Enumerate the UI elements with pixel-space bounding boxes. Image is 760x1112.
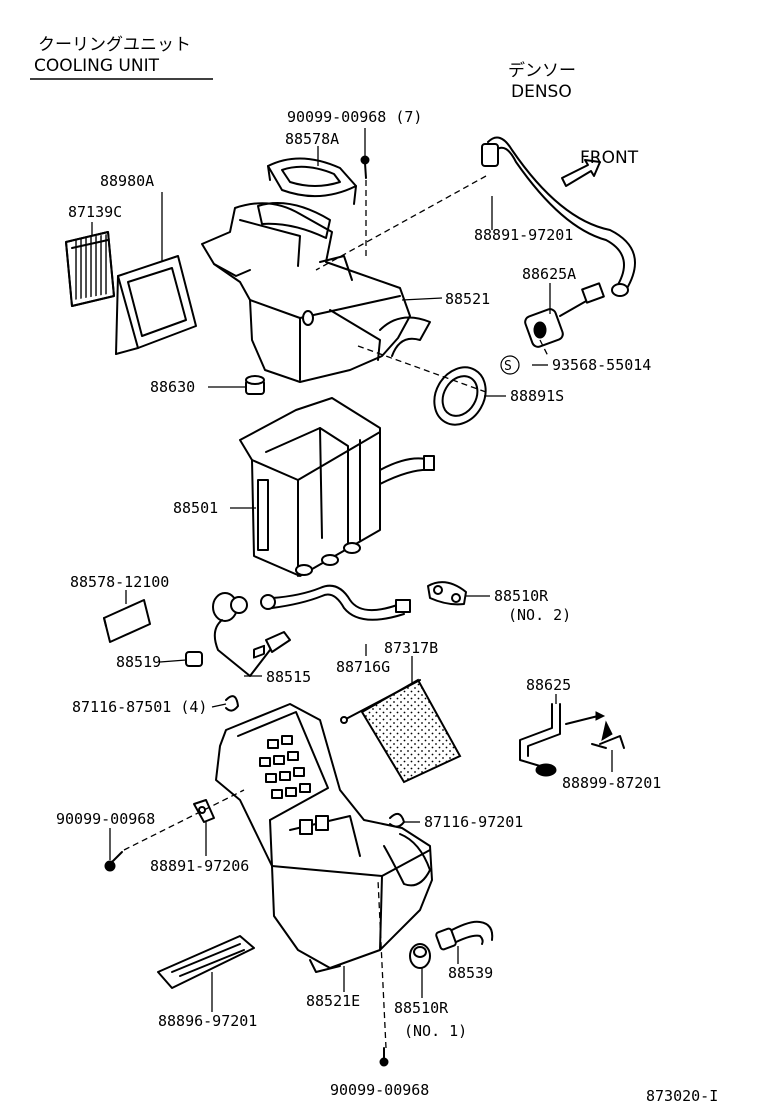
label-90099-00968-left: 90099-00968: [56, 810, 155, 828]
clamp-88899-87201: [591, 720, 625, 749]
evaporator-88501: [239, 397, 435, 577]
elbow-88539: [435, 920, 494, 951]
maker-jp: デンソー: [508, 60, 576, 81]
case-grille: [253, 644, 329, 835]
svg-text:S: S: [504, 359, 512, 374]
grommet-88510r-no1: [409, 943, 431, 969]
label-88896-97201: 88896-97201: [158, 1012, 257, 1030]
label-88578a: 88578A: [285, 130, 339, 148]
label-88716g: 88716G: [336, 658, 390, 676]
screw-90099-00968-icon: [360, 155, 370, 179]
frame-88980a: [115, 255, 197, 355]
label-87116-87501-4: 87116-87501 (4): [72, 698, 207, 716]
seal-88578a: [267, 157, 357, 205]
label-90099-00968-bottom: 90099-00968: [330, 1081, 429, 1099]
bracket-88891-97206: [193, 799, 215, 823]
leader-lines: [91, 128, 613, 1012]
label-87116-97201: 87116-97201: [424, 813, 523, 831]
label-88519: 88519: [116, 653, 161, 671]
screw-90099-00968-bottom-icon: [379, 1047, 389, 1067]
label-88510r-no1: 88510R: [394, 999, 449, 1017]
label-90099-00968-7: 90099-00968 (7): [287, 108, 422, 126]
label-87317b: 87317B: [384, 639, 438, 657]
grille-88896-97201: [157, 935, 255, 989]
maker-en: DENSO: [511, 82, 572, 102]
screw-90099-00968-left-icon: [104, 851, 123, 872]
label-87139c: 87139C: [68, 203, 122, 221]
clip-87116-87501-icon: [225, 695, 239, 712]
clip-87116-97201-icon: [389, 812, 405, 828]
title-jp: クーリングユニット: [38, 35, 191, 55]
lower-case-88521e: [215, 644, 433, 973]
label-88515: 88515: [266, 668, 311, 686]
label-no2: (NO. 2): [508, 606, 571, 624]
label-88625: 88625: [526, 676, 571, 694]
diagram-code: 873020-I: [646, 1087, 718, 1105]
s-mark-icon: S: [500, 355, 520, 375]
valve-88630: [245, 375, 265, 395]
dashed-lines: [123, 175, 549, 1049]
label-88521: 88521: [445, 290, 490, 308]
drain-88625a: [524, 282, 605, 348]
label-88630: 88630: [150, 378, 195, 396]
label-88891s: 88891S: [510, 387, 564, 405]
label-88521e: 88521E: [306, 992, 360, 1010]
label-88501: 88501: [173, 499, 218, 517]
drain-88625: [519, 703, 606, 777]
label-88539: 88539: [448, 964, 493, 982]
upper-case-88521: [201, 202, 431, 383]
title-en: COOLING UNIT: [34, 56, 160, 76]
label-88625a: 88625A: [522, 265, 576, 283]
front-arrow-icon: [561, 159, 601, 187]
label-93568-55014: 93568-55014: [552, 356, 651, 374]
label-88510r-no2: 88510R: [494, 587, 549, 605]
label-88980a: 88980A: [100, 172, 154, 190]
label-88578-12100: 88578-12100: [70, 573, 169, 591]
front-label: FRONT: [580, 148, 639, 168]
oring-88891s: [433, 366, 487, 426]
pipe-88716g: [260, 584, 411, 621]
label-88891-97206: 88891-97206: [150, 857, 249, 875]
filter-88578-12100: [103, 599, 151, 643]
gasket-88510r-no2: [427, 581, 467, 606]
hose-88891-97201: [481, 136, 636, 297]
filter-87317b: [340, 678, 462, 784]
label-no1: (NO. 1): [404, 1022, 467, 1040]
filter-87139c: [65, 231, 115, 307]
label-88891-97201: 88891-97201: [474, 226, 573, 244]
thermistor-88515: [185, 592, 291, 677]
label-88899-87201: 88899-87201: [562, 774, 661, 792]
